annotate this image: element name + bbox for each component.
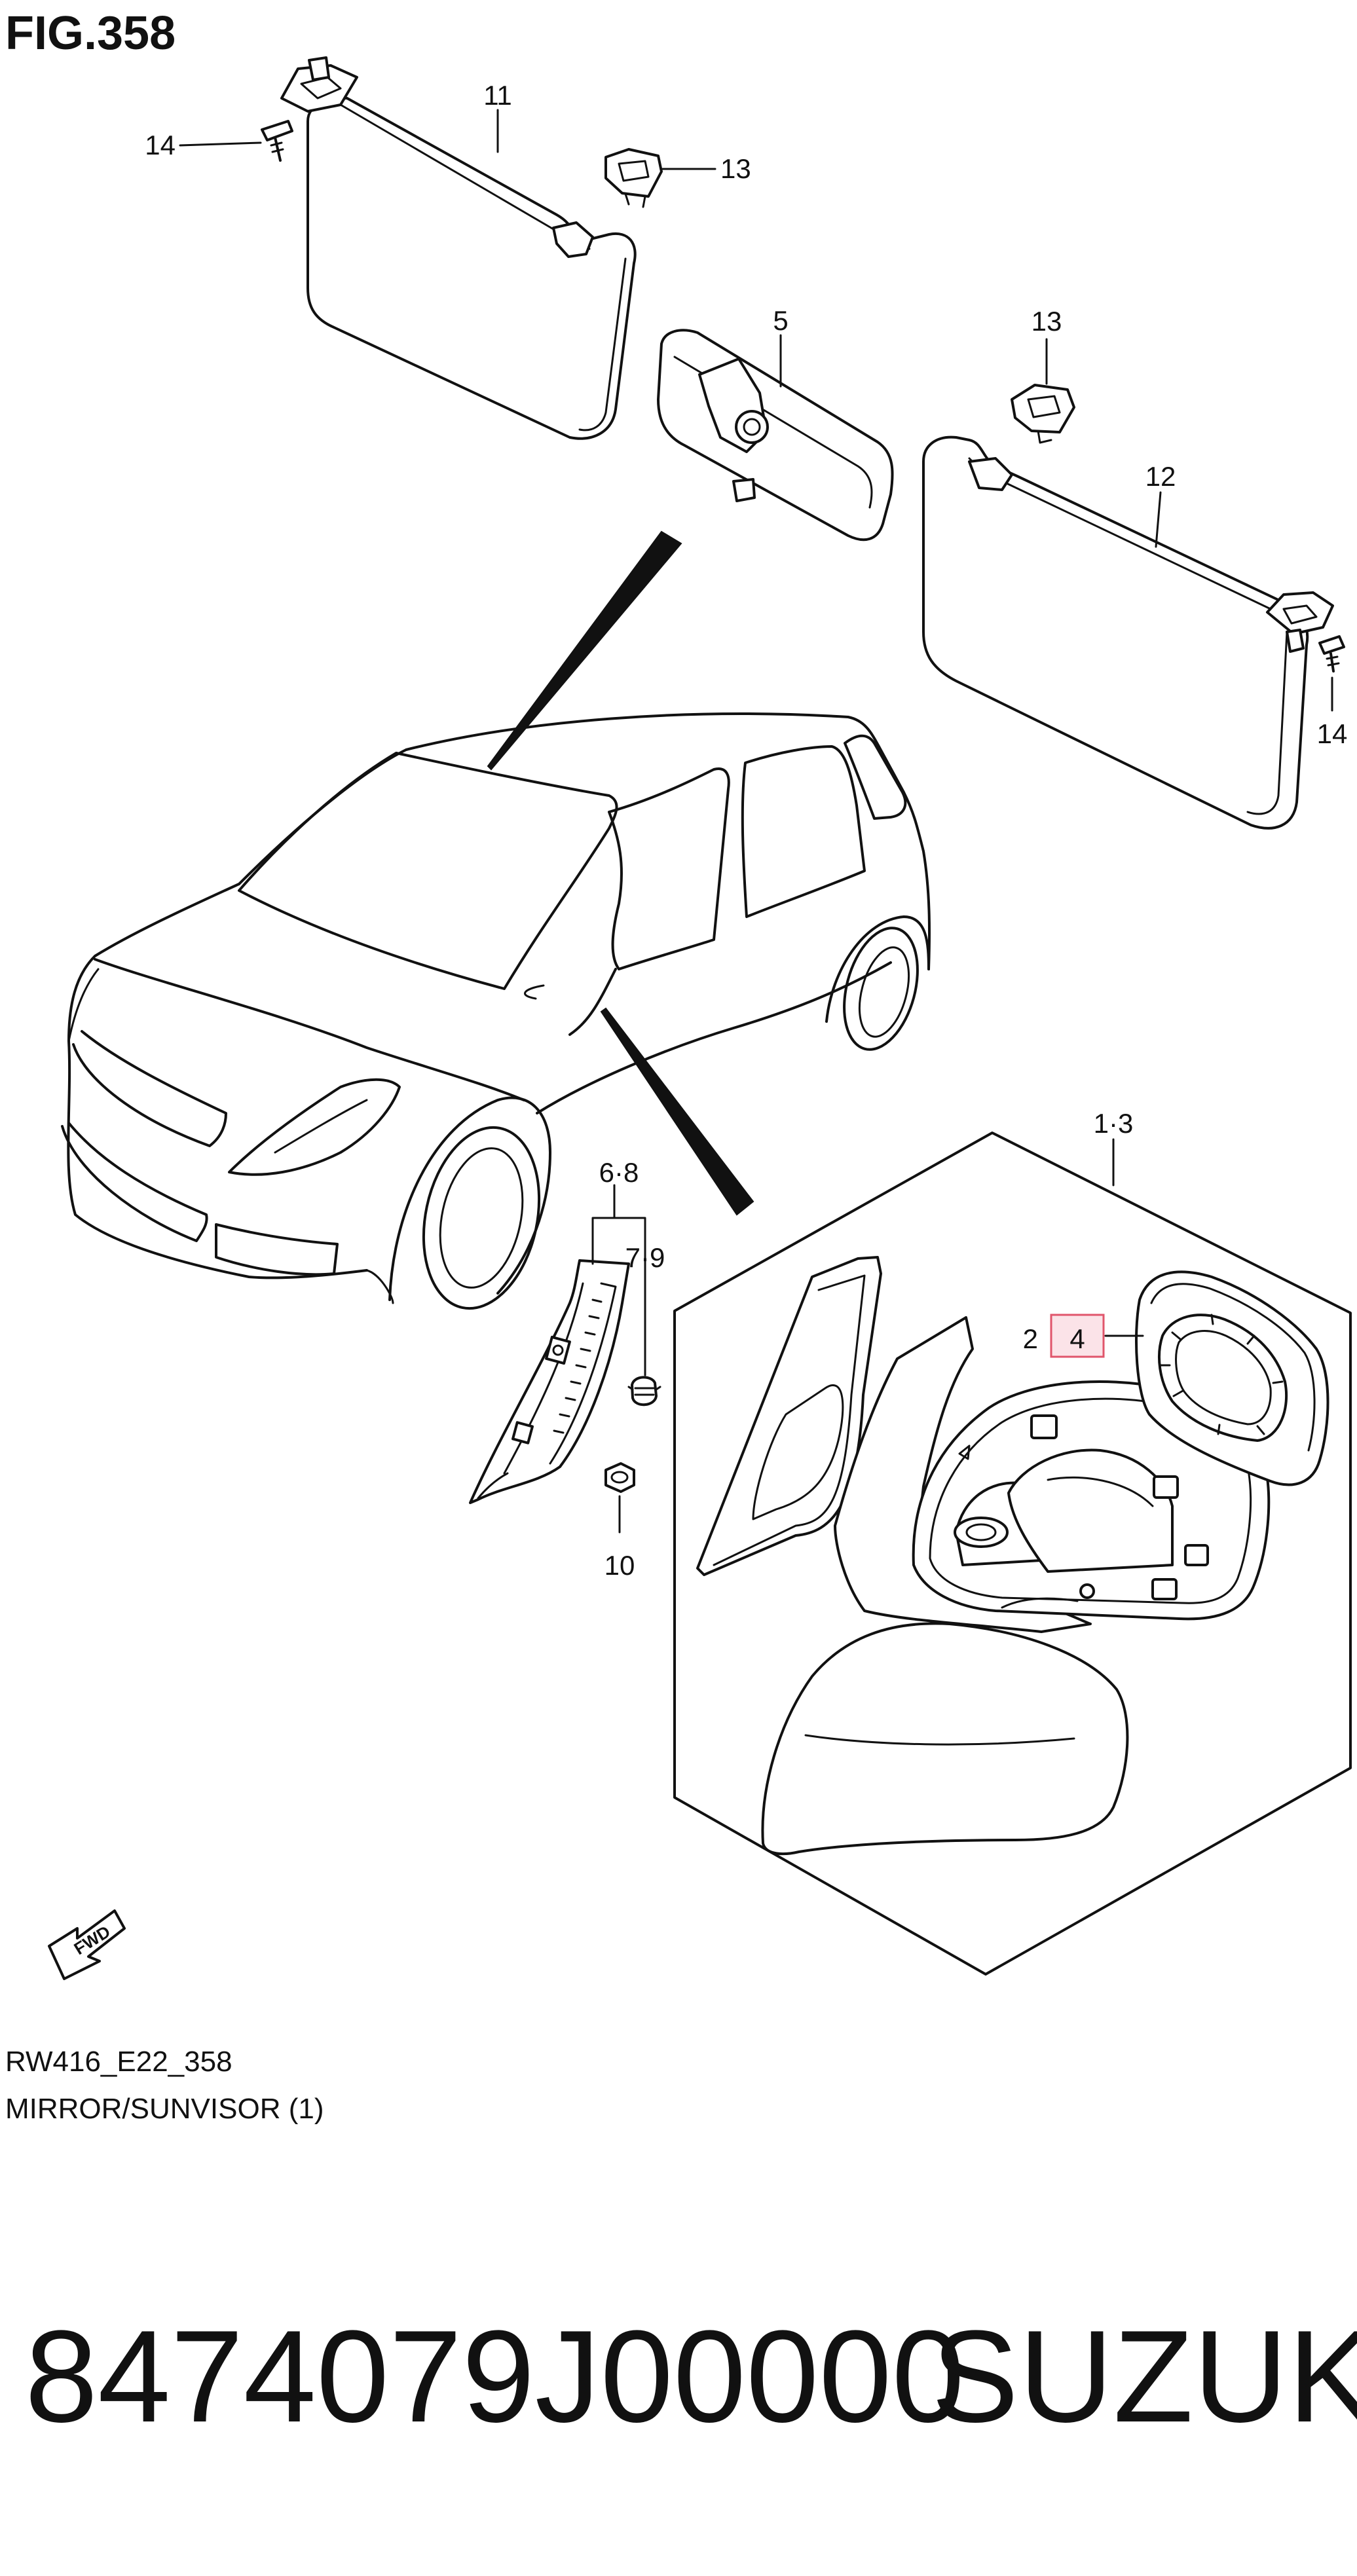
callout-14-right: 14 bbox=[1317, 718, 1348, 749]
screw-right[interactable] bbox=[1318, 635, 1345, 672]
callout-5: 5 bbox=[773, 305, 788, 336]
visor-clip-top[interactable] bbox=[604, 148, 663, 208]
kit-boundary bbox=[673, 1132, 1352, 1976]
pointer-wedge-upper bbox=[487, 530, 682, 771]
callout-1-3: 1·3 bbox=[1094, 1108, 1134, 1139]
car-illustration bbox=[61, 712, 931, 1310]
rear-view-mirror[interactable] bbox=[657, 329, 894, 542]
callout-12: 12 bbox=[1145, 461, 1176, 492]
callout-13-top: 13 bbox=[720, 153, 751, 184]
callout-4-highlight bbox=[1050, 1314, 1105, 1358]
pillar-garnish[interactable] bbox=[469, 1259, 630, 1504]
pointer-wedge-lower bbox=[600, 1007, 754, 1216]
callout-11: 11 bbox=[483, 80, 512, 111]
part-number: 8474079J00000 bbox=[25, 2304, 965, 2450]
sunvisor-left[interactable] bbox=[307, 96, 637, 440]
mirror-cover[interactable] bbox=[761, 1622, 1129, 1856]
mirror-glass[interactable] bbox=[1135, 1270, 1329, 1486]
garnish-clip[interactable] bbox=[627, 1376, 661, 1407]
callout-4: 4 bbox=[1069, 1323, 1085, 1354]
callout-2: 2 bbox=[1023, 1323, 1038, 1354]
callout-14-left: 14 bbox=[145, 130, 176, 160]
callout-10: 10 bbox=[604, 1550, 635, 1581]
visor-holder-left[interactable] bbox=[280, 56, 358, 113]
callout-2-4: 2 4 bbox=[1023, 1314, 1144, 1358]
figure-title: FIG.358 bbox=[5, 7, 176, 60]
visor-clip-right[interactable] bbox=[1011, 384, 1075, 444]
callout-6-8: 6·8 bbox=[599, 1157, 639, 1188]
sunvisor-right[interactable] bbox=[922, 435, 1309, 830]
diagram-caption: MIRROR/SUNVISOR (1) bbox=[5, 2093, 324, 2125]
screw-left[interactable] bbox=[261, 120, 293, 162]
callout-7-9: 7·9 bbox=[625, 1242, 665, 1273]
callout-13-right: 13 bbox=[1032, 306, 1062, 337]
brand-name: SUZUKI bbox=[931, 2304, 1357, 2450]
garnish-nut[interactable] bbox=[604, 1462, 635, 1493]
diagram-code: RW416_E22_358 bbox=[5, 2046, 232, 2078]
mirror-housing[interactable] bbox=[834, 1316, 1271, 1633]
fwd-arrow-icon: FWD bbox=[48, 1909, 126, 1980]
visor-holder-right[interactable] bbox=[1266, 591, 1334, 653]
